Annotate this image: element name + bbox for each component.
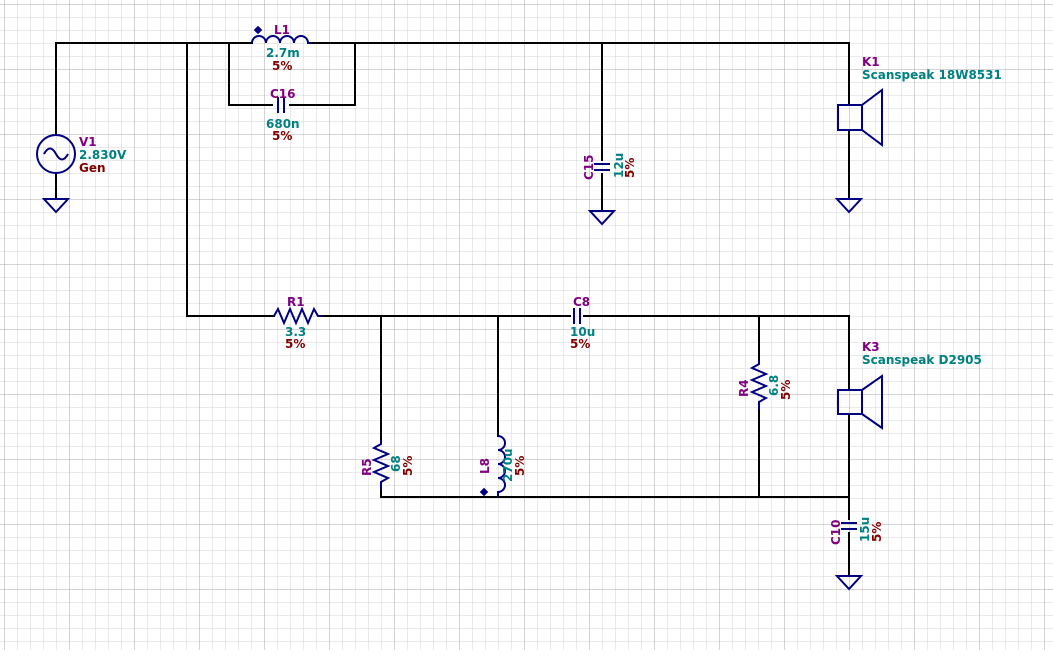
capacitor-c8[interactable]: C8 10u 5% [570,295,595,351]
speaker-k3[interactable]: K3 Scanspeak D2905 [837,340,982,430]
r4-tol: 5% [779,380,793,400]
r1-tol: 5% [285,337,305,351]
v1-value: 2.830V [79,148,127,162]
ground-icon [834,198,864,214]
polarity-dot-icon [253,25,263,35]
r5-tol: 5% [401,456,415,476]
l8-ref: L8 [478,458,492,474]
k1-model: Scanspeak 18W8531 [862,68,1002,82]
c15-value: 12u [612,153,626,178]
c16-value: 680n [266,117,300,131]
c15-ref: C15 [582,154,596,180]
ground-icon [834,575,864,591]
v1-label: Gen [79,161,106,175]
l1-ref: L1 [274,23,290,37]
ground-icon [41,198,71,214]
resistor-r4[interactable]: R4 6.8 5% [737,360,793,410]
c15-tol: 5% [623,158,637,178]
capacitor-c15[interactable]: C15 12u 5% [582,153,637,180]
c8-tol: 5% [570,337,590,351]
c8-ref: C8 [573,295,590,309]
inductor-l1[interactable]: L1 2.7m 5% [251,23,312,73]
speaker-k1[interactable]: K1 Scanspeak 18W8531 [837,55,1002,147]
resistor-r1[interactable]: R1 3.3 5% [273,295,322,351]
r4-value: 6.8 [767,375,781,396]
c10-value: 15u [858,517,872,542]
source-v1[interactable]: V1 2.830V Gen [36,134,127,175]
r4-ref: R4 [737,379,751,397]
l1-value: 2.7m [266,46,300,60]
polarity-dot-icon [479,487,489,497]
k3-ref: K3 [862,340,880,354]
l8-tol: 5% [513,456,527,476]
r5-ref: R5 [360,458,374,476]
c10-ref: C10 [829,519,843,545]
r5-value: 68 [389,455,403,472]
ground-icon [587,210,617,226]
k3-model: Scanspeak D2905 [862,353,982,367]
c10-tol: 5% [870,522,884,542]
r1-ref: R1 [287,295,305,309]
capacitor-c16[interactable]: C16 680n 5% [266,87,300,143]
capacitor-c10[interactable]: C10 15u 5% [829,517,884,545]
c16-tol: 5% [272,129,292,143]
l1-tol: 5% [272,59,292,73]
inductor-l8[interactable]: L8 270u 5% [478,435,527,497]
v1-ref: V1 [79,135,97,149]
c8-value: 10u [570,325,595,339]
wires [55,42,850,576]
r1-value: 3.3 [285,325,306,339]
resistor-r5[interactable]: R5 68 5% [360,440,415,490]
c16-ref: C16 [270,87,296,101]
l8-value: 270u [501,448,515,482]
k1-ref: K1 [862,55,880,69]
